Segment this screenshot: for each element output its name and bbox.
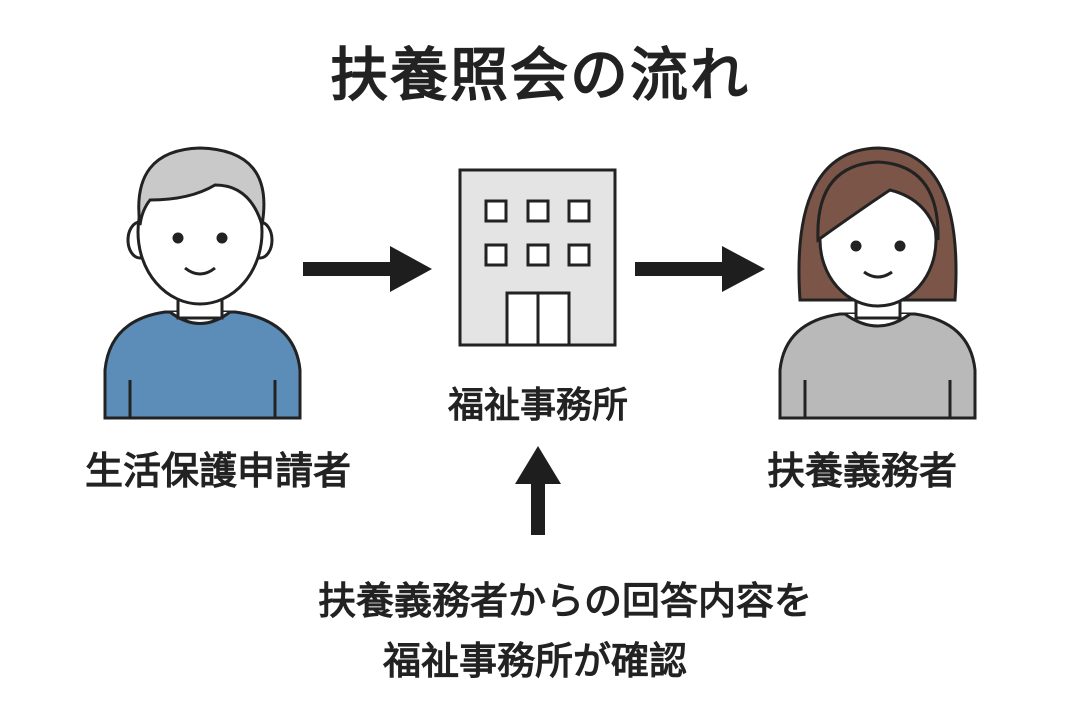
note-line-1: 扶養義務者からの回答内容を bbox=[317, 579, 813, 623]
applicant-label: 生活保護申請者 bbox=[84, 449, 352, 493]
obligor-label: 扶養義務者 bbox=[766, 449, 958, 493]
applicant-hair bbox=[137, 146, 266, 226]
office-label: 福祉事務所 bbox=[447, 385, 629, 426]
office-building-icon bbox=[458, 168, 617, 347]
obligor-figure bbox=[778, 146, 977, 420]
applicant-figure bbox=[103, 146, 302, 420]
note-line-2: 福祉事務所が確認 bbox=[382, 639, 688, 683]
obligor-hair-front bbox=[816, 160, 940, 243]
obligor-body bbox=[778, 312, 977, 420]
applicant-body bbox=[103, 310, 302, 420]
page-title: 扶養照会の流れ bbox=[329, 41, 751, 109]
arrow-reply-to-office bbox=[515, 446, 561, 535]
arrow-applicant-to-office bbox=[303, 246, 432, 292]
arrow-office-to-obligor bbox=[635, 246, 765, 292]
